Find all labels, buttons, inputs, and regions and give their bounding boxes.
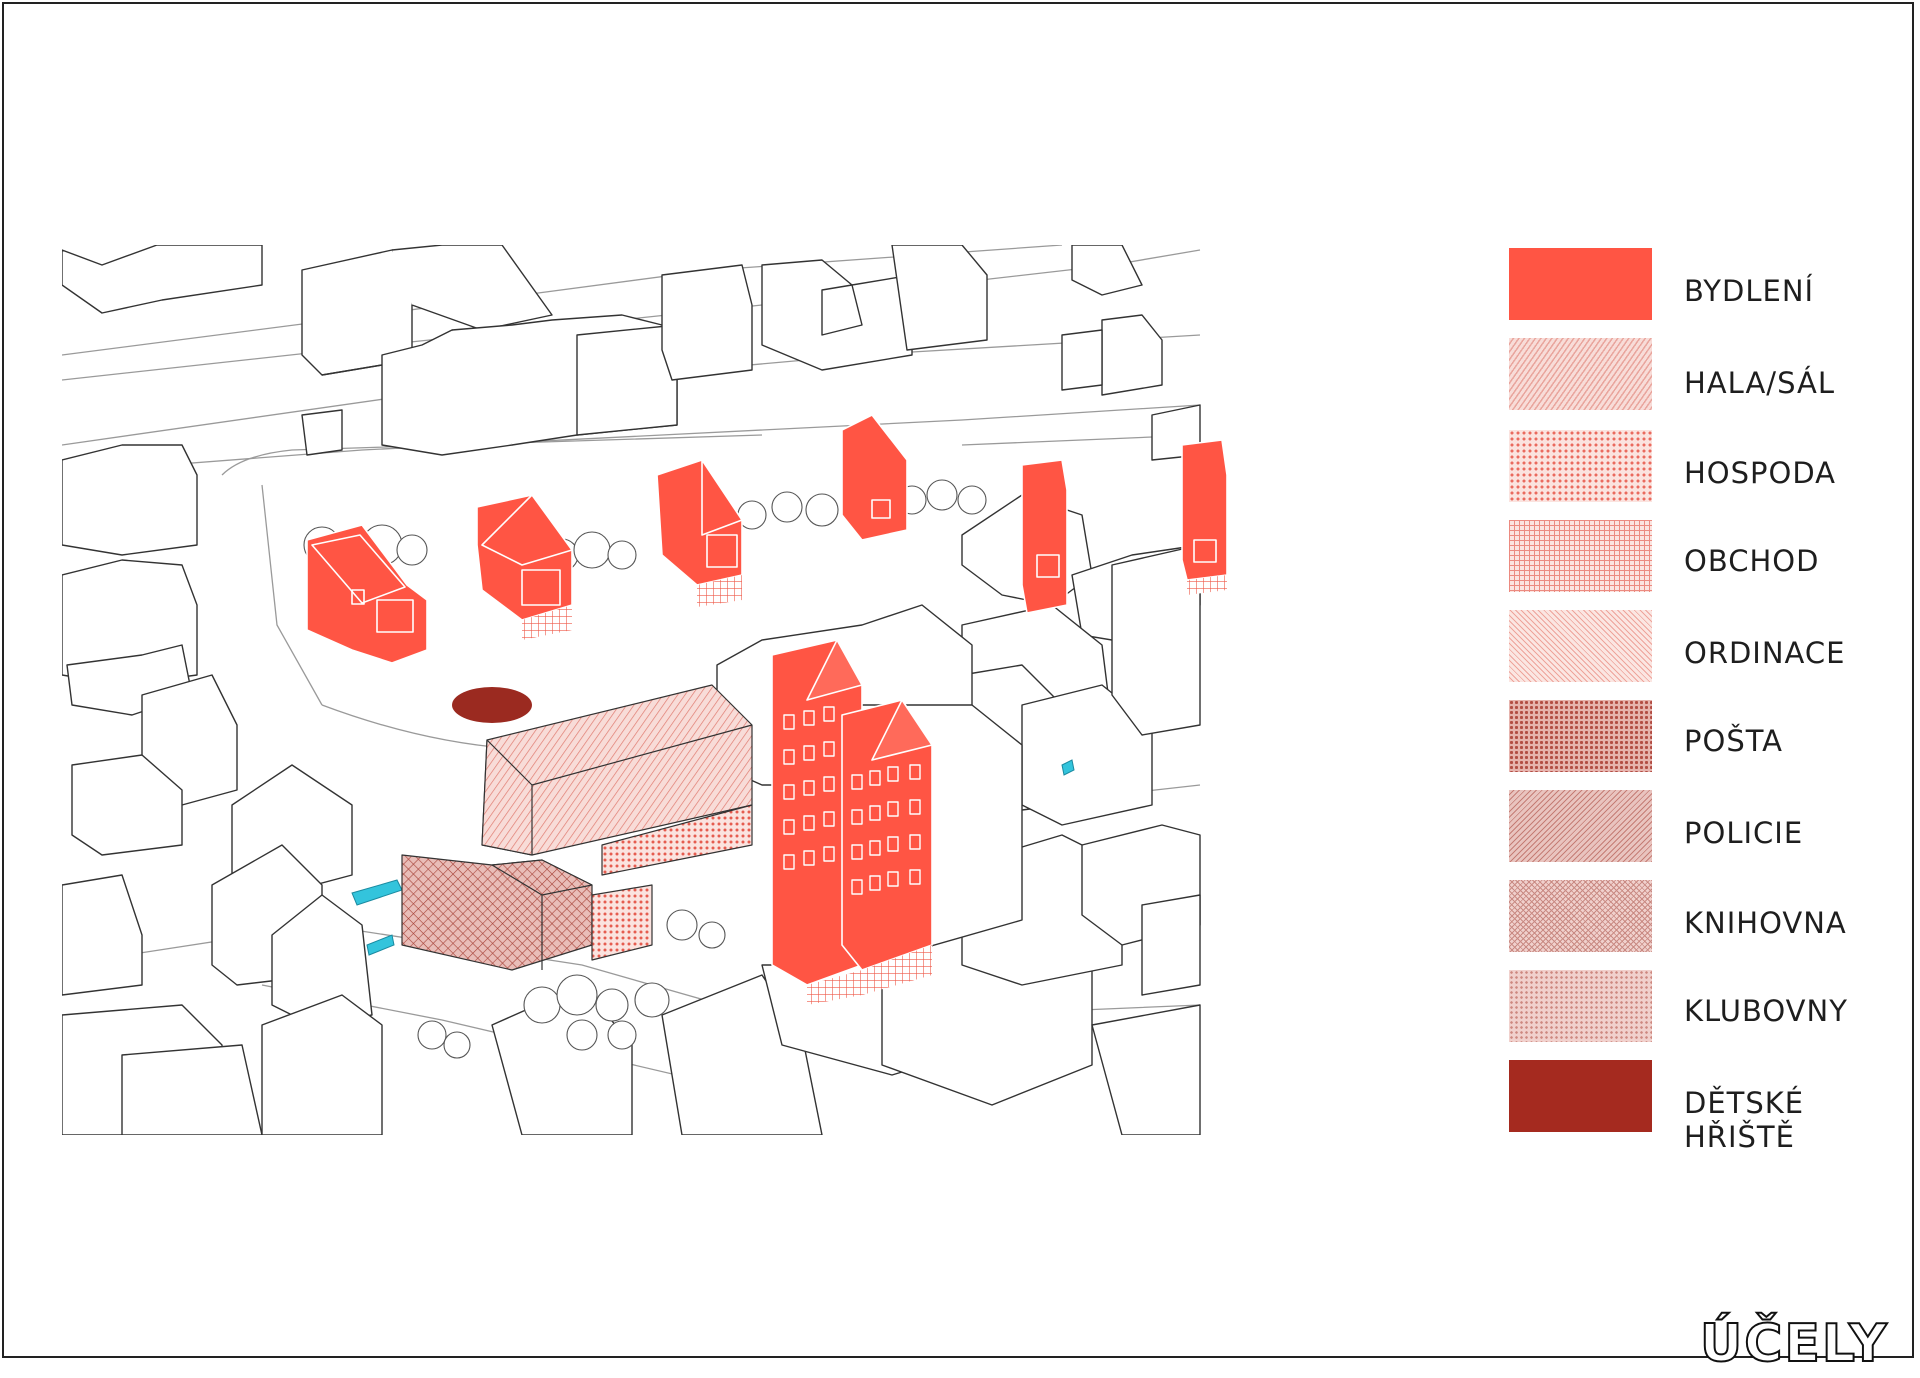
drawing-frame xyxy=(2,2,1914,1358)
legend-label-klubovny: KLUBOVNY xyxy=(1684,994,1848,1028)
housing-houses xyxy=(306,414,1228,664)
legend-swatch-policie xyxy=(1509,790,1652,862)
legend-label-ordinace: ORDINACE xyxy=(1684,636,1846,670)
legend-label-bydleni: BYDLENÍ xyxy=(1684,274,1815,308)
legend-swatch-knihovna xyxy=(1509,880,1652,952)
legend-swatch-bydleni xyxy=(1509,248,1652,320)
hall-building xyxy=(481,684,753,876)
legend-label-detske-hriste: DĚTSKÉ HŘIŠTĚ xyxy=(1684,1086,1805,1154)
legend-label-knihovna: KNIHOVNA xyxy=(1684,906,1847,940)
legend-swatch-ordinace xyxy=(1509,610,1652,682)
legend-swatch-hospoda xyxy=(1509,430,1652,502)
housing-ground-floors xyxy=(522,575,1227,640)
legend-swatch-obchod xyxy=(1509,520,1652,592)
axonometric-site-map xyxy=(62,245,1228,1135)
civic-buildings xyxy=(401,854,653,971)
legend-label-obchod: OBCHOD xyxy=(1684,544,1820,578)
legend-swatch-klubovny xyxy=(1509,970,1652,1042)
playground xyxy=(452,687,532,723)
context-buildings xyxy=(62,245,1201,1135)
drawing-title: ÚČELY xyxy=(1699,1314,1889,1374)
legend-swatch-detske-hriste xyxy=(1509,1060,1652,1132)
legend-label-hospoda: HOSPODA xyxy=(1684,456,1837,490)
legend-label-posta: POŠTA xyxy=(1684,724,1784,758)
legend-swatch-hala-sal xyxy=(1509,338,1652,410)
legend-label-policie: POLICIE xyxy=(1684,816,1804,850)
legend-label-hala-sal: HALA/SÁL xyxy=(1684,366,1836,400)
housing-towers xyxy=(771,639,933,1005)
legend-swatch-posta xyxy=(1509,700,1652,772)
